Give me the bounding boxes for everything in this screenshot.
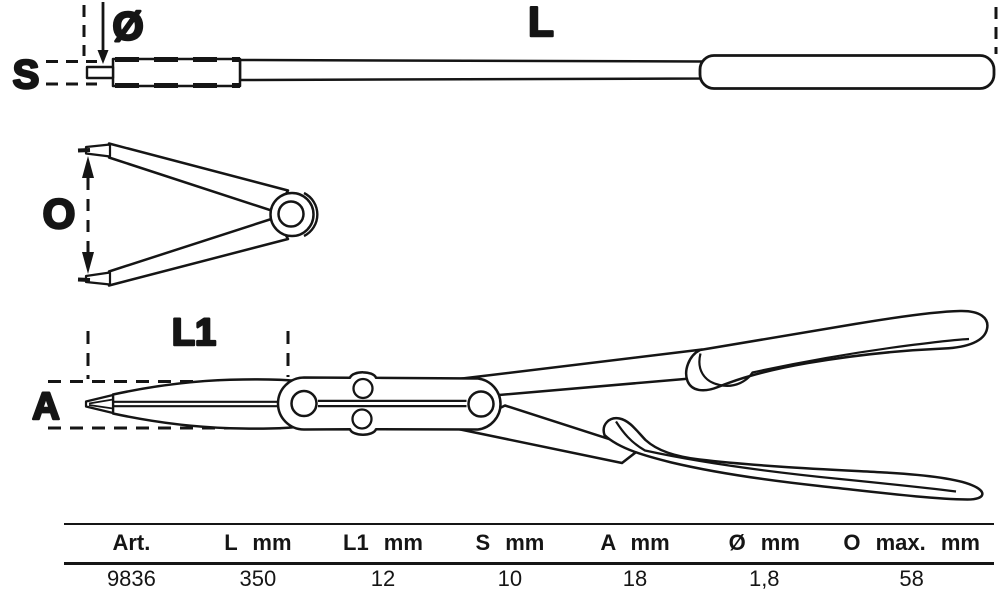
value-a: 18 <box>622 566 648 591</box>
value-art: 9836 <box>106 566 156 591</box>
spec-table-header-row: Art. L mm L1 mm S mm A mm Ø mm O max. mm <box>64 524 994 565</box>
front-pivot <box>290 389 318 418</box>
pivot-hole <box>277 200 305 228</box>
rivet-bottom <box>351 408 373 430</box>
bent-tip-line-2 <box>88 404 114 410</box>
lower-handle-contour <box>615 420 957 493</box>
diameter-arrow-head <box>97 50 109 64</box>
opening-view: O <box>41 142 319 287</box>
spec-table: Art. L mm L1 mm S mm A mm Ø mm O max. mm… <box>64 523 994 593</box>
tip-side <box>85 65 115 80</box>
label-o: O <box>43 190 76 237</box>
header-a: A mm <box>570 524 700 565</box>
shaft <box>238 58 705 82</box>
header-s: S mm <box>449 524 571 565</box>
spec-table-value-row: 9836 350 12 10 18 1,8 58 <box>64 564 994 593</box>
upper-jaw <box>107 142 290 214</box>
header-l1: L1 mm <box>316 524 449 565</box>
pliers-diagram: S Ø L O <box>11 0 998 501</box>
label-s: S <box>13 53 40 97</box>
label-a: A <box>32 386 59 428</box>
label-l1: L1 <box>172 312 216 354</box>
jaw-block <box>111 57 242 88</box>
handle-side <box>698 54 996 90</box>
value-o-max: 58 <box>899 566 924 591</box>
full-view: L1 A <box>31 309 989 501</box>
nose-body <box>111 378 298 430</box>
upper-handle <box>684 309 989 392</box>
pivot-rear-plate-arc <box>303 191 319 238</box>
o-arrow-head-down <box>82 252 94 274</box>
side-view: S Ø L <box>11 0 998 98</box>
joint-plate <box>276 371 502 436</box>
rear-pivot <box>467 390 495 418</box>
value-l1: 12 <box>370 566 396 591</box>
bent-tip <box>84 393 115 415</box>
header-art: Art. <box>64 524 199 565</box>
label-diameter: Ø <box>112 5 143 49</box>
value-l: 350 <box>239 566 277 591</box>
upper-tip-needle <box>77 148 91 153</box>
header-diameter: Ø mm <box>699 524 830 565</box>
o-arrow-head-up <box>82 156 94 178</box>
header-o-max: O max. mm <box>829 524 994 565</box>
rivet-top <box>352 377 374 400</box>
upper-handle-contour <box>698 337 970 387</box>
lower-jaw <box>107 216 290 287</box>
label-l: L <box>528 0 554 45</box>
value-diameter: 1,8 <box>748 566 780 591</box>
lower-tip-needle <box>77 277 91 282</box>
value-s: 10 <box>497 566 523 591</box>
header-l: L mm <box>198 524 317 565</box>
bent-tip-line-1 <box>88 398 114 405</box>
lower-handle <box>602 416 984 501</box>
